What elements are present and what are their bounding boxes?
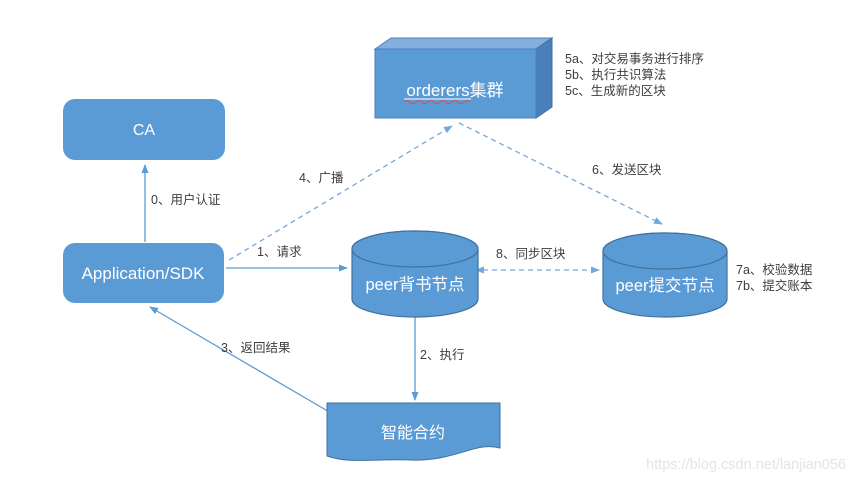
orderers-cube-top-face xyxy=(373,37,554,50)
ca-box-label: CA xyxy=(133,122,156,139)
edge-label-execute: 2、执行 xyxy=(420,348,464,362)
edge-label-send-block: 6、发送区块 xyxy=(592,162,662,177)
edge-broadcast xyxy=(228,125,453,261)
committer-step-7b: 7b、提交账本 xyxy=(736,278,813,293)
spellcheck-squiggle-underline xyxy=(403,100,471,104)
application-box-shape xyxy=(63,243,224,303)
edge-send-block xyxy=(458,122,663,225)
peer-endorser-cylinder-top xyxy=(351,230,479,268)
edge-return-result xyxy=(149,306,332,414)
node-peer-endorser: peer背书节点 xyxy=(351,230,479,318)
node-ca: CA xyxy=(63,99,225,160)
edge-label-user-auth: 0、用户认证 xyxy=(151,192,221,207)
node-smart-contract: 智能合约 xyxy=(326,402,501,461)
peer-committer-cylinder-top xyxy=(602,232,728,270)
edge-label-request: 1、请求 xyxy=(257,245,302,259)
committer-step-7a: 7a、校验数据 xyxy=(736,262,812,277)
node-peer-committer: peer提交节点 xyxy=(602,232,728,318)
orderers-cube-front-face xyxy=(374,48,537,119)
node-orderers-cluster: orderers集群 xyxy=(373,37,554,119)
peer-endorser-label: peer背书节点 xyxy=(365,275,464,294)
orderer-step-5a: 5a、对交易事务进行排序 xyxy=(565,51,704,66)
ca-box-shape xyxy=(63,99,225,160)
orderers-cube-side-face xyxy=(535,37,553,119)
edge-label-sync-block: 8、同步区块 xyxy=(496,247,566,261)
committer-steps-note: 7a、校验数据 7b、提交账本 xyxy=(736,262,813,293)
smart-contract-document-shape xyxy=(326,402,501,461)
orderer-steps-note: 5a、对交易事务进行排序 5b、执行共识算法 5c、生成新的区块 xyxy=(565,51,704,98)
application-box-label: Application/SDK xyxy=(82,264,206,283)
edge-label-broadcast: 4、广播 xyxy=(299,171,344,185)
csdn-watermark: https://blog.csdn.net/lanjian056 xyxy=(646,457,846,473)
orderer-step-5c: 5c、生成新的区块 xyxy=(565,83,666,98)
peer-committer-label: peer提交节点 xyxy=(615,276,714,295)
edge-label-return-result: 3、返回结果 xyxy=(221,341,291,355)
orderer-step-5b: 5b、执行共识算法 xyxy=(565,67,666,82)
orderers-cube-label: orderers集群 xyxy=(406,81,503,100)
node-application-sdk: Application/SDK xyxy=(63,243,224,303)
smart-contract-label: 智能合约 xyxy=(381,424,445,442)
